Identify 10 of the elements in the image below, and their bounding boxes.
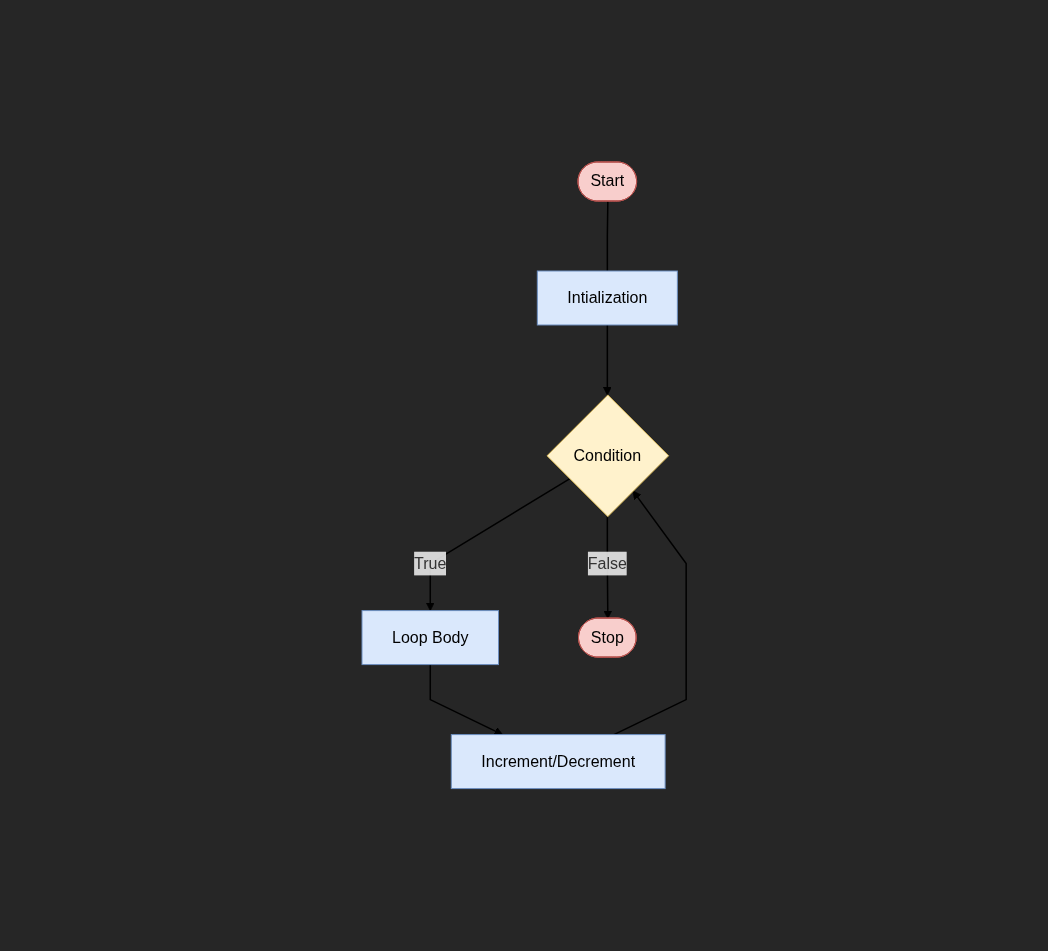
arrow xyxy=(429,664,503,736)
node-box: Increment/Decrement xyxy=(450,734,666,790)
edge-label: False xyxy=(587,554,627,572)
arrow xyxy=(602,324,612,396)
node-box: Intialization xyxy=(536,270,678,326)
edge-label: True xyxy=(414,554,447,572)
node-box: Loop Body xyxy=(361,610,499,666)
arrow xyxy=(613,490,687,736)
node-diamond: Condition xyxy=(546,394,670,518)
connector xyxy=(606,200,609,272)
